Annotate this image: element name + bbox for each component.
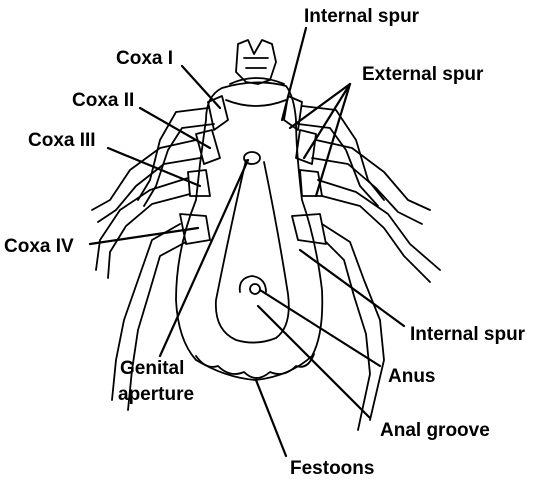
leader-lines — [88, 26, 406, 458]
label-festoons: Festoons — [290, 458, 375, 479]
legs-right — [297, 105, 441, 431]
label-coxa-4: Coxa IV — [4, 236, 74, 257]
label-internal-spur-top: Internal spur — [304, 6, 420, 27]
label-coxa-1: Coxa I — [116, 48, 174, 69]
label-genital-line-2: aperture — [118, 384, 195, 405]
label-external-spur: External spur — [362, 64, 484, 85]
festoons-outline — [195, 353, 315, 379]
legs-left — [91, 107, 215, 411]
label-anal-groove: Anal groove — [380, 420, 490, 441]
label-coxa-3: Coxa III — [28, 130, 96, 151]
coxae — [179, 95, 327, 245]
body-outline — [175, 81, 324, 381]
label-coxa-2: Coxa II — [72, 90, 135, 111]
median-plate — [214, 151, 290, 344]
label-internal-spur-right: Internal spur — [410, 324, 526, 345]
capitulum — [229, 39, 285, 85]
label-anus: Anus — [388, 366, 436, 387]
label-genital-line-1: Genital — [120, 358, 185, 379]
